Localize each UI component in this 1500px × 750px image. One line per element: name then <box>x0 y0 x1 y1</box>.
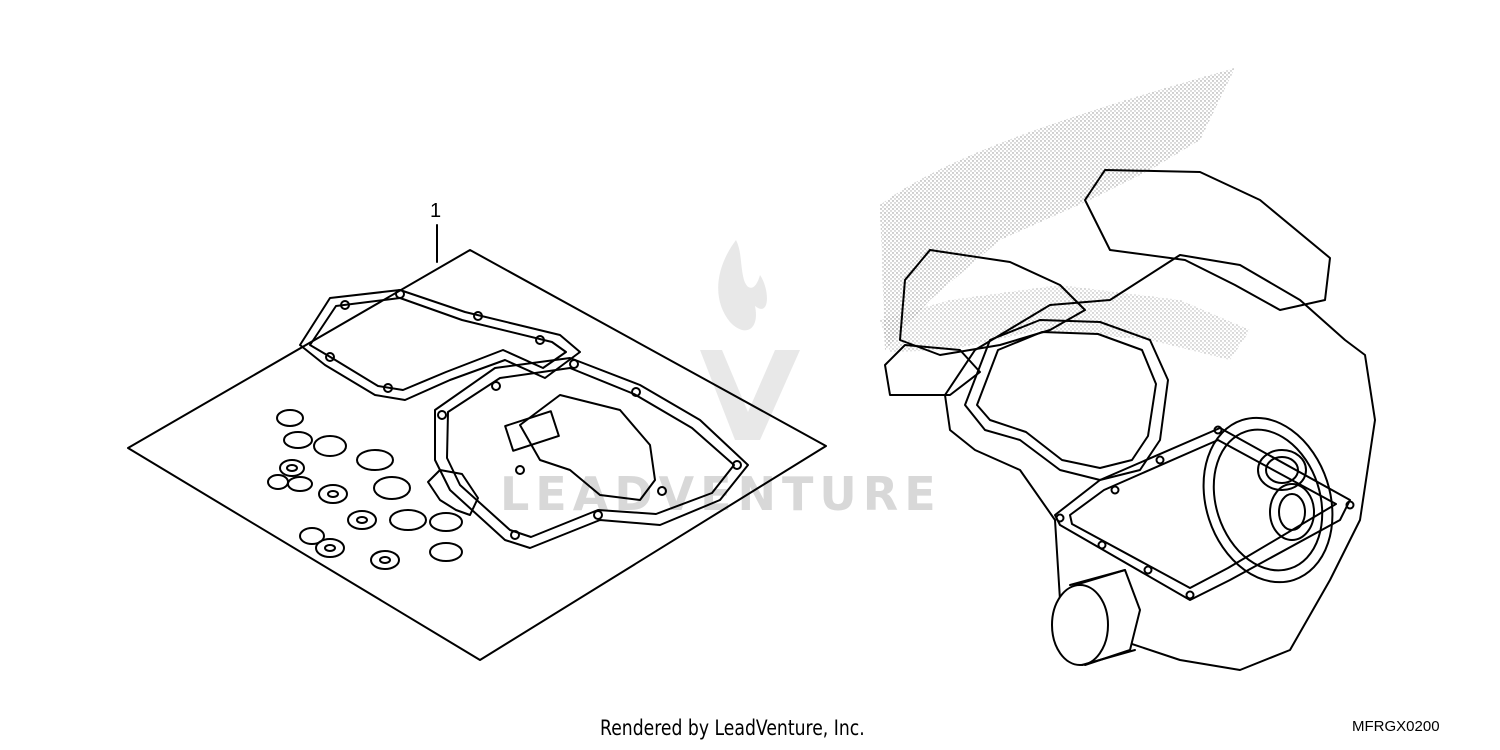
gasket-kit: 1 <box>127 200 827 661</box>
callout-1-label: 1 <box>430 200 441 222</box>
footer-credit: Rendered by LeadVenture, Inc. <box>600 716 865 740</box>
diagram-code: MFRGX0200 <box>1352 718 1440 735</box>
o-ring-set <box>267 409 463 570</box>
small-gasket <box>427 469 479 516</box>
watermark-logo <box>700 240 800 440</box>
engine-illustration <box>880 68 1376 671</box>
oil-pan-gasket <box>434 357 749 549</box>
gasket-bag-outline <box>127 249 827 661</box>
cover-gasket <box>299 289 581 401</box>
watermark-text: LEADVENTURE <box>500 467 942 521</box>
